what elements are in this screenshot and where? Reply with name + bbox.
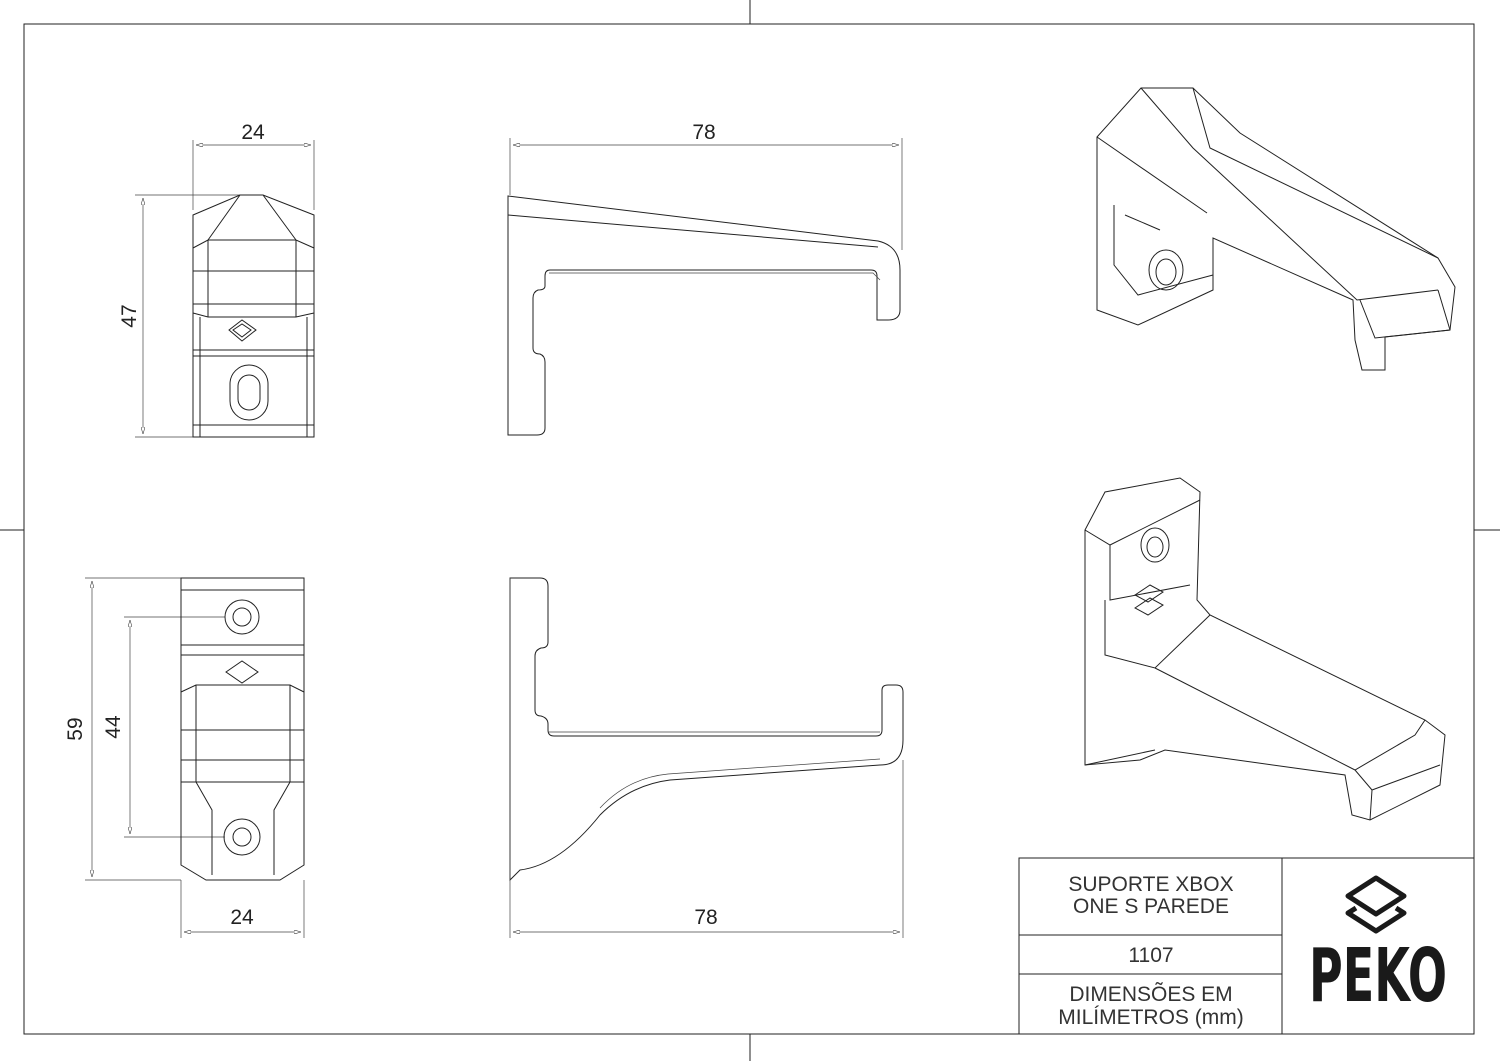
units-line-1: DIMENSÕES EM <box>1069 982 1232 1006</box>
dim-top-length: 78 <box>692 121 715 144</box>
side-view-bottom <box>509 577 904 938</box>
dim-top-height: 47 <box>118 304 141 327</box>
isometric-view-top <box>1096 87 1456 371</box>
title-block <box>1018 857 1475 1035</box>
title-line-2: ONE S PAREDE <box>1073 895 1229 918</box>
dim-bottom-total-height: 59 <box>64 717 87 740</box>
dim-top-width: 24 <box>241 121 265 144</box>
isometric-view-bottom <box>1084 477 1446 821</box>
logo-text: PEKO <box>1309 933 1447 1019</box>
dim-bottom-hole-spacing: 44 <box>102 715 125 739</box>
part-number: 1107 <box>1128 944 1173 967</box>
front-view-bottom <box>85 577 305 938</box>
title-line-1: SUPORTE XBOX <box>1068 873 1233 896</box>
side-view-top <box>507 138 903 436</box>
dim-bottom-width: 24 <box>230 906 254 929</box>
front-view-top <box>135 140 315 438</box>
units-line-2: MILÍMETROS (mm) <box>1058 1006 1243 1029</box>
peko-logo: PEKO <box>1309 875 1447 1019</box>
dim-bottom-length: 78 <box>694 906 717 929</box>
